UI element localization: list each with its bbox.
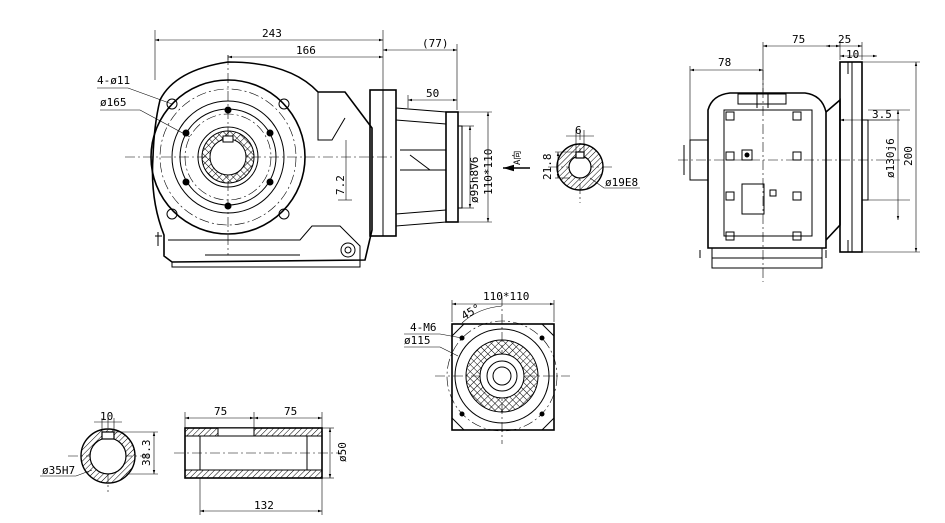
dim-bolt-circle: ø165 xyxy=(100,96,127,109)
dim-shaft-offset: 166 xyxy=(296,44,316,57)
dim-shaft-height: 7.2 xyxy=(334,175,347,195)
shaft-dim-total: 132 xyxy=(254,499,274,512)
keyway-dim-width: 6 xyxy=(575,124,582,137)
end-dim-spigot: ø130j6 xyxy=(884,138,897,178)
end-dim-78: 78 xyxy=(718,56,731,69)
hollow-dim-key-width: 10 xyxy=(100,410,113,423)
dim-flange-square: 110*110 xyxy=(482,149,495,195)
shaft-section: 75 75 132 ø50 xyxy=(174,405,349,515)
view-a-dim-pcd: ø115 xyxy=(404,334,431,347)
dim-pilot-diameter: ø95h8∇6 xyxy=(468,157,481,203)
hollow-dim-key-depth: 38.3 xyxy=(140,440,153,467)
end-dim-10: 10 xyxy=(846,48,859,61)
keyway-detail: 6 21.8 ø19E8 xyxy=(541,124,640,203)
shaft-dim-left: 75 xyxy=(214,405,227,418)
shaft-dim-outer-dia: ø50 xyxy=(336,442,349,462)
keyway-dim-depth: 21.8 xyxy=(541,154,554,181)
hollow-shaft-section: 10 38.3 ø35H7 xyxy=(40,410,158,492)
view-a: 110*110 45° 4-M6 ø115 xyxy=(404,290,570,444)
view-a-dim-tapped-holes: 4-M6 xyxy=(410,321,437,334)
view-a-dim-angle: 45° xyxy=(459,301,483,322)
side-view: 243 166 (77) 50 4-ø11 ø165 7.2 ø95h8∇6 1… xyxy=(97,27,530,268)
dim-flange-offset: (77) xyxy=(422,37,449,50)
end-dim-25: 25 xyxy=(838,33,851,46)
view-arrow-label: A向 xyxy=(511,151,523,165)
hollow-dim-bore: ø35H7 xyxy=(42,464,75,477)
view-a-dim-square: 110*110 xyxy=(483,290,529,303)
keyway-dim-bore: ø19E8 xyxy=(605,176,638,189)
end-view: 78 75 25 10 3.5 ø130j6 200 xyxy=(678,33,920,282)
shaft-dim-right: 75 xyxy=(284,405,297,418)
end-dim-flange-height: 200 xyxy=(902,146,915,166)
end-dim-3-5: 3.5 xyxy=(872,108,892,121)
end-dim-75: 75 xyxy=(792,33,805,46)
dim-overall-length: 243 xyxy=(262,27,282,40)
dim-flange-thickness: 50 xyxy=(426,87,439,100)
dim-bolt-holes: 4-ø11 xyxy=(97,74,130,87)
